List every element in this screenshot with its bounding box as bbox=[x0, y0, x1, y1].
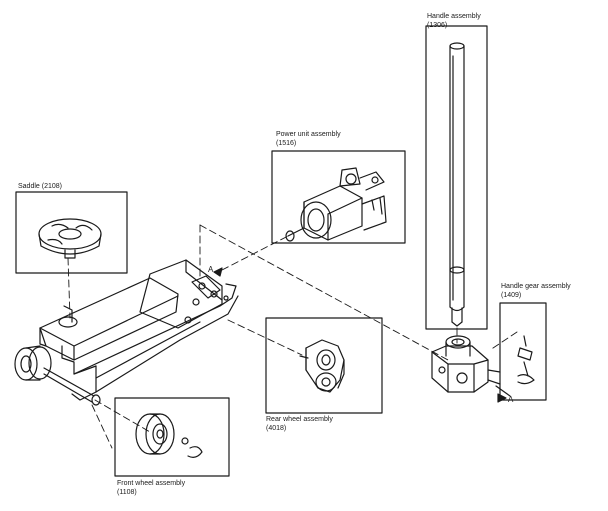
front-wheel-part bbox=[135, 413, 203, 458]
front-wheel-code: (1108) bbox=[117, 489, 137, 496]
power-unit-label: Power unit assembly bbox=[276, 131, 341, 138]
reference-a-frame: A bbox=[208, 265, 214, 274]
saddle-label: Saddle (2108) bbox=[18, 183, 62, 190]
front-wheel-callout-box bbox=[114, 397, 230, 477]
handle-gear-part bbox=[431, 335, 535, 397]
handle-gear-label: Handle gear assembly bbox=[501, 283, 571, 290]
rear-wheel-part bbox=[299, 339, 345, 393]
jack-frame bbox=[39, 259, 239, 401]
rear-wheel-label: Rear wheel assembly bbox=[266, 416, 333, 423]
reference-a-gear: A bbox=[508, 395, 514, 404]
rear-wheel-callout-box bbox=[265, 317, 383, 414]
saddle-callout-box bbox=[15, 191, 128, 274]
handle-label: Handle assembly bbox=[427, 13, 481, 20]
rear-wheel-code: (4018) bbox=[266, 425, 287, 432]
handle-code: (1306) bbox=[427, 22, 448, 29]
reference-arrows bbox=[213, 267, 507, 403]
handle-callout-box bbox=[425, 25, 488, 330]
handle-gear-callout-box bbox=[499, 302, 547, 401]
saddle-part bbox=[38, 218, 102, 259]
front-axle bbox=[14, 345, 101, 406]
handle-part bbox=[449, 42, 465, 327]
power-unit-code: (1516) bbox=[276, 140, 297, 147]
power-unit-callout-box bbox=[271, 150, 406, 244]
leader-lines bbox=[67, 224, 518, 449]
power-unit-part bbox=[285, 167, 387, 242]
handle-gear-code: (1409) bbox=[501, 292, 522, 299]
front-wheel-label: Front wheel assembly bbox=[117, 480, 186, 487]
